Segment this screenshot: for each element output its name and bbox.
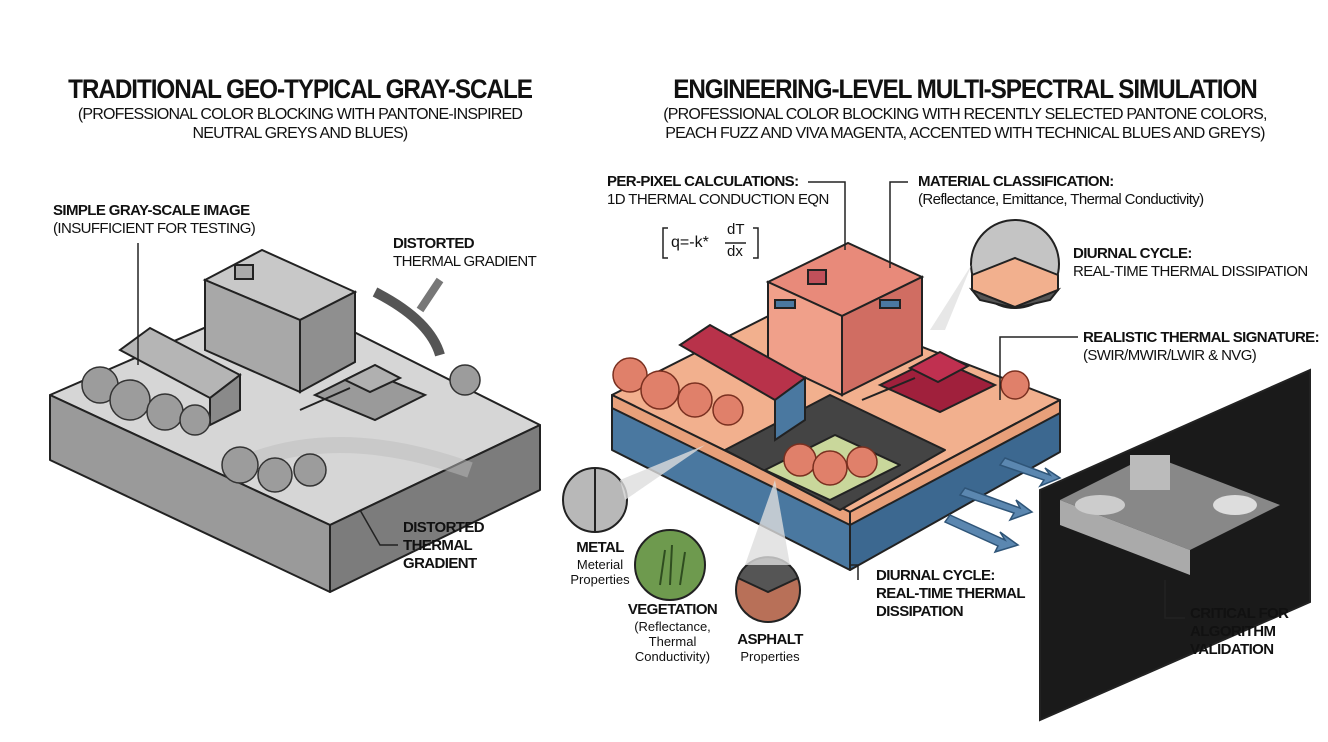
flow-arrows [943, 457, 1062, 554]
equation-numerator: dT [727, 221, 745, 238]
vegetation-sub-3: Conductivity) [634, 649, 711, 664]
material-classification-label: MATERIAL CLASSIFICATION: [918, 173, 1114, 190]
diurnal-top-sub: REAL-TIME THERMAL DISSIPATION [1073, 263, 1308, 280]
distorted-gradient-arrow [372, 287, 445, 357]
asphalt-label: ASPHALT [737, 631, 803, 648]
right-leader-lines [808, 181, 1185, 619]
magenta-tank [861, 350, 998, 414]
equation-brackets [662, 227, 759, 259]
material-classification-sub: (Reflectance, Emittance, Thermal Conduct… [918, 191, 1204, 208]
vegetation-sub-1: (Reflectance, [634, 619, 711, 634]
distorted-bottom-label-2: THERMAL [403, 537, 473, 554]
left-subtitle-line1: (PROFESSIONAL COLOR BLOCKING WITH PANTON… [77, 106, 523, 123]
distorted-bottom-label-3: GRADIENT [403, 555, 477, 572]
grayscale-trees [81, 364, 481, 493]
thermal-signature-label: REALISTIC THERMAL SIGNATURE: [1083, 329, 1320, 346]
metal-sub-2: Properties [570, 572, 630, 587]
grayscale-barn [118, 326, 242, 427]
distorted-gradient-pointer [416, 277, 444, 313]
right-title: ENGINEERING-LEVEL MULTI-SPECTRAL SIMULAT… [673, 74, 1258, 104]
critical-label-3: VALIDATION [1190, 641, 1274, 658]
equation-lhs: q=-k* [671, 234, 709, 251]
asphalt-material-icon [735, 556, 801, 623]
left-subtitle-line2: NEUTRAL GREYS AND BLUES) [192, 125, 409, 142]
simple-grayscale-sub: (INSUFFICIENT FOR TESTING) [53, 220, 256, 237]
diurnal-bottom-label-2: REAL-TIME THERMAL [876, 585, 1026, 602]
asphalt-pointer-beam [745, 480, 790, 565]
distorted-top-sub: THERMAL GRADIENT [393, 253, 537, 270]
per-pixel-label: PER-PIXEL CALCULATIONS: [607, 173, 799, 190]
diurnal-bottom-label-3: DISSIPATION [876, 603, 964, 620]
critical-label-2: ALGORITHM [1190, 623, 1276, 640]
grayscale-tank [299, 363, 428, 422]
left-title: TRADITIONAL GEO-TYPICAL GRAY-SCALE [68, 74, 533, 104]
critical-label-1: CRITICAL FOR [1190, 605, 1289, 622]
thermal-image-panel [1039, 368, 1311, 722]
right-subtitle-line1: (PROFESSIONAL COLOR BLOCKING WITH RECENT… [663, 106, 1267, 123]
metal-pointer-beam [620, 445, 705, 500]
right-subtitle-line2: PEACH FUZZ AND VIVA MAGENTA, ACCENTED WI… [665, 125, 1265, 142]
vegetation-material-icon [634, 529, 706, 601]
left-leader-lines [137, 243, 398, 546]
magenta-barn [678, 323, 807, 442]
vegetation-sub-2: Thermal [648, 634, 697, 649]
metal-sub-1: Meterial [576, 557, 624, 572]
thermal-signature-sub: (SWIR/MWIR/LWIR & NVG) [1083, 347, 1257, 364]
asphalt-sub: Properties [740, 649, 800, 664]
diurnal-top-label: DIURNAL CYCLE: [1073, 245, 1192, 262]
per-pixel-sub: 1D THERMAL CONDUCTION EQN [607, 191, 829, 208]
diurnal-bottom-label-1: DIURNAL CYCLE: [876, 567, 995, 584]
distorted-bottom-label-1: DISTORTED [403, 519, 485, 536]
metal-label: METAL [576, 539, 624, 556]
grayscale-building [202, 248, 358, 394]
vegetation-label: VEGETATION [627, 601, 718, 618]
material-cross-section-icon [930, 219, 1062, 330]
metal-material-icon [562, 467, 628, 533]
peach-trees [612, 357, 1030, 486]
simple-grayscale-label: SIMPLE GRAY-SCALE IMAGE [53, 202, 250, 219]
equation-denominator: dx [727, 243, 743, 260]
distorted-top-label: DISTORTED [393, 235, 475, 252]
